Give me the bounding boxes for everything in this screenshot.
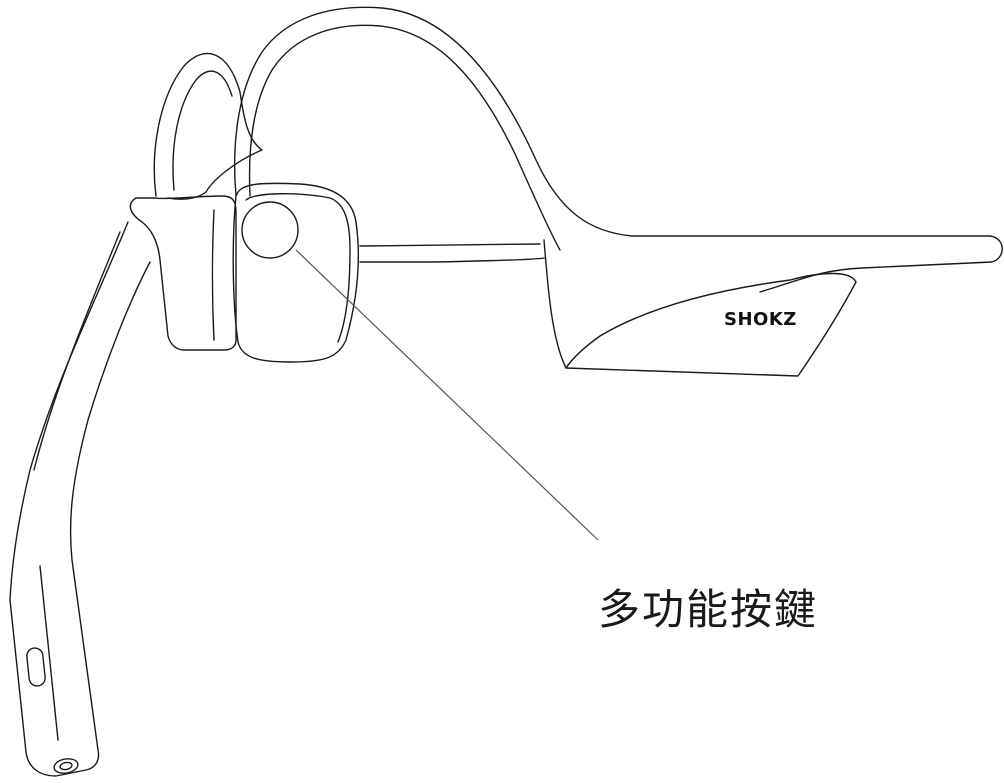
rear-body-edge — [359, 243, 545, 263]
front-pad-edge — [211, 209, 215, 341]
mic-tip-inner — [59, 761, 73, 771]
front-loop-inner — [172, 70, 233, 191]
mic-boom — [9, 221, 151, 777]
front-pad — [129, 195, 237, 351]
ear-hook — [233, 6, 1003, 293]
mic-switch — [26, 647, 46, 687]
multifunction-button-icon — [241, 201, 299, 259]
callout-label: 多功能按鍵 — [598, 585, 819, 634]
callout-leader-line — [295, 249, 599, 541]
rear-body — [543, 239, 857, 377]
mic-tip — [53, 758, 79, 774]
mic-boom-edge — [33, 231, 121, 741]
ear-hook-inner — [248, 24, 561, 251]
transducer-inner — [245, 193, 351, 343]
front-loop — [153, 52, 263, 200]
brand-logo: SHOKZ — [724, 309, 797, 330]
transducer-housing — [232, 182, 360, 363]
